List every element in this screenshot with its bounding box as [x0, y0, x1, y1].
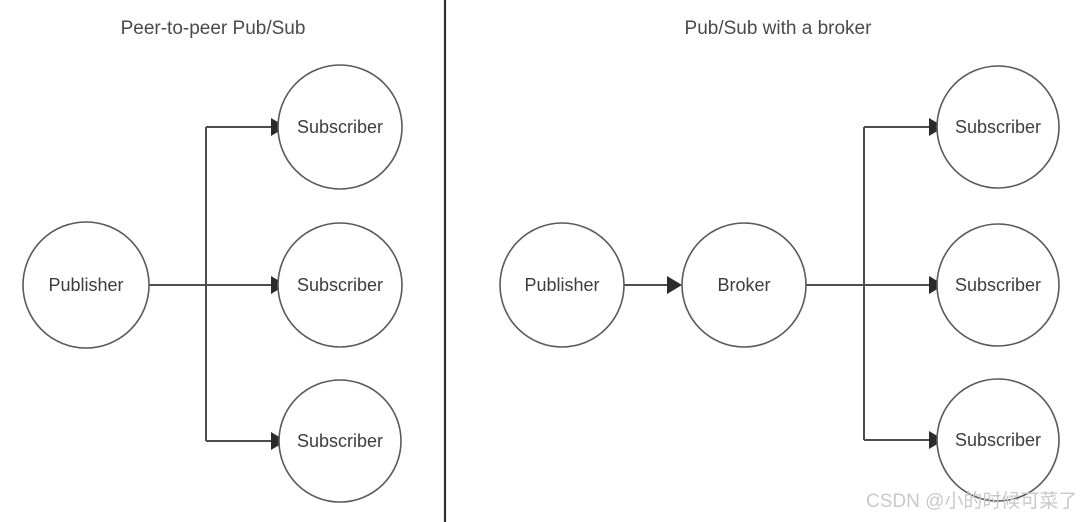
node-subscriber-top-peer-to-peer[interactable]: Subscriber [277, 64, 403, 190]
edges-peer-to-peer [149, 126, 271, 442]
edges-broker [624, 126, 929, 441]
node-label-broker: Broker [717, 275, 770, 295]
watermark-text: CSDN @小的时候可菜了 [866, 490, 1077, 512]
node-subscriber-bottom-peer-to-peer[interactable]: Subscriber [278, 379, 402, 503]
node-label-subscriber-bottom: Subscriber [955, 430, 1041, 450]
panel-title-peer-to-peer: Peer-to-peer Pub/Sub [121, 18, 306, 39]
node-subscriber-middle-peer-to-peer[interactable]: Subscriber [277, 222, 403, 348]
node-subscriber-bottom-broker[interactable]: Subscriber [936, 378, 1060, 502]
node-label-publisher: Publisher [524, 275, 599, 295]
node-subscriber-middle-broker[interactable]: Subscriber [936, 223, 1060, 347]
panel-broker: Pub/Sub with a broker [499, 18, 1060, 502]
node-circle-subscriber-bottom[interactable] [936, 378, 1060, 502]
node-label-publisher: Publisher [48, 275, 123, 295]
node-circle-subscriber-middle[interactable] [936, 223, 1060, 347]
node-publisher-broker[interactable]: Publisher [499, 222, 625, 348]
node-label-subscriber-middle: Subscriber [955, 275, 1041, 295]
node-circle-broker[interactable] [681, 222, 807, 348]
node-circle-publisher[interactable] [22, 221, 150, 349]
node-circle-publisher[interactable] [499, 222, 625, 348]
node-broker[interactable]: Broker [681, 222, 807, 348]
panel-peer-to-peer: Peer-to-peer Pub/Sub Publisher [22, 18, 403, 503]
node-publisher-peer-to-peer[interactable]: Publisher [22, 221, 150, 349]
node-circle-subscriber-top[interactable] [277, 64, 403, 190]
arrow-head-to-broker [667, 276, 682, 294]
node-circle-subscriber-middle[interactable] [277, 222, 403, 348]
node-label-subscriber-bottom: Subscriber [297, 431, 383, 451]
node-subscriber-top-broker[interactable]: Subscriber [936, 65, 1060, 189]
node-label-subscriber-middle: Subscriber [297, 275, 383, 295]
node-circle-subscriber-bottom[interactable] [278, 379, 402, 503]
node-label-subscriber-top: Subscriber [297, 117, 383, 137]
node-label-subscriber-top: Subscriber [955, 117, 1041, 137]
panel-title-broker: Pub/Sub with a broker [685, 18, 873, 39]
node-circle-subscriber-top[interactable] [936, 65, 1060, 189]
